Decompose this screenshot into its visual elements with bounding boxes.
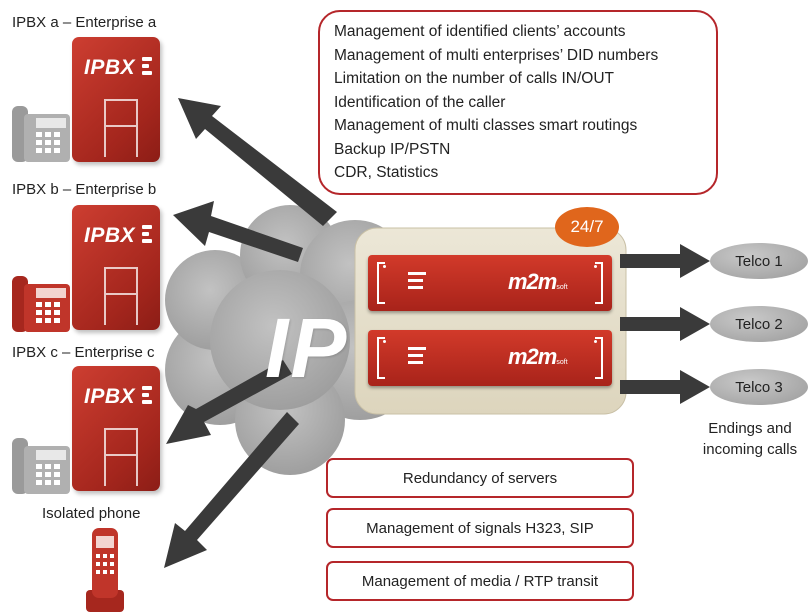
ipbx-b-name: IPBX <box>84 224 136 247</box>
endings-label: Endings and incoming calls <box>700 418 800 460</box>
ipbx-cabinet-icon: IPBX <box>72 205 160 330</box>
server-bracket <box>377 337 385 379</box>
ipbx-cabinet-icon: IPBX <box>72 366 160 491</box>
ipbx-door <box>104 99 138 157</box>
ipbx-bars-icon <box>142 225 152 246</box>
telco-1: Telco 1 <box>710 243 808 279</box>
ipbx-cabinet-icon: IPBX <box>72 37 160 162</box>
features-info-box: Management of identified clients’ accoun… <box>318 10 718 195</box>
server-logo-sub: soft <box>556 284 568 291</box>
server-logo: m2msoft <box>508 269 568 295</box>
server-led <box>594 340 597 343</box>
server-rack-icon: m2msoft <box>368 255 612 311</box>
server-rack-icon: m2msoft <box>368 330 612 386</box>
ipbx-c-name: IPBX <box>84 385 136 408</box>
server-bars-icon <box>408 272 432 293</box>
cloud-label: IP <box>265 301 349 395</box>
ipbx-a-name: IPBX <box>84 56 136 79</box>
feature-box-media: Management of media / RTP transit <box>326 561 634 601</box>
feature-box-signals: Management of signals H323, SIP <box>326 508 634 548</box>
mobile-phone-icon <box>82 528 128 612</box>
desk-phone-icon <box>10 268 72 334</box>
server-bracket <box>377 262 385 304</box>
telco-3: Telco 3 <box>710 369 808 405</box>
server-logo-sub: soft <box>556 359 568 366</box>
availability-badge: 24/7 <box>555 207 619 247</box>
server-bars-icon <box>408 347 432 368</box>
feature-line: Management of multi classes smart routin… <box>334 117 638 134</box>
ipbx-door <box>104 267 138 325</box>
isolated-phone-label: Isolated phone <box>42 505 141 522</box>
endings-label-line2: incoming calls <box>702 441 798 458</box>
server-logo-brand: m2m <box>508 269 557 294</box>
feature-line: Management of identified clients’ accoun… <box>334 23 626 40</box>
server-led <box>383 265 386 268</box>
enterprise-a-label: IPBX a – Enterprise a <box>12 14 157 31</box>
telco-2: Telco 2 <box>710 306 808 342</box>
enterprise-c-label: IPBX c – Enterprise c <box>12 344 155 361</box>
ipbx-bars-icon <box>142 57 152 78</box>
ipbx-bars-icon <box>142 386 152 407</box>
server-led <box>594 265 597 268</box>
server-logo-brand: m2m <box>508 344 557 369</box>
feature-line: Limitation on the number of calls IN/OUT <box>334 70 614 87</box>
server-logo: m2msoft <box>508 344 568 370</box>
desk-phone-icon <box>10 430 72 496</box>
enterprise-b-label: IPBX b – Enterprise b <box>12 181 157 198</box>
feature-line: CDR, Statistics <box>334 164 439 181</box>
server-led <box>383 340 386 343</box>
desk-phone-icon <box>10 98 72 164</box>
feature-line: Identification of the caller <box>334 93 506 111</box>
server-bracket <box>595 262 603 304</box>
ipbx-door <box>104 428 138 486</box>
feature-line: Management of multi enterprises’ DID num… <box>334 46 659 64</box>
feature-line: Backup IP/PSTN <box>334 140 451 158</box>
feature-box-redundancy: Redundancy of servers <box>326 458 634 498</box>
server-bracket <box>595 337 603 379</box>
endings-label-line1: Endings and <box>708 420 792 437</box>
arrow-icon <box>164 98 710 568</box>
